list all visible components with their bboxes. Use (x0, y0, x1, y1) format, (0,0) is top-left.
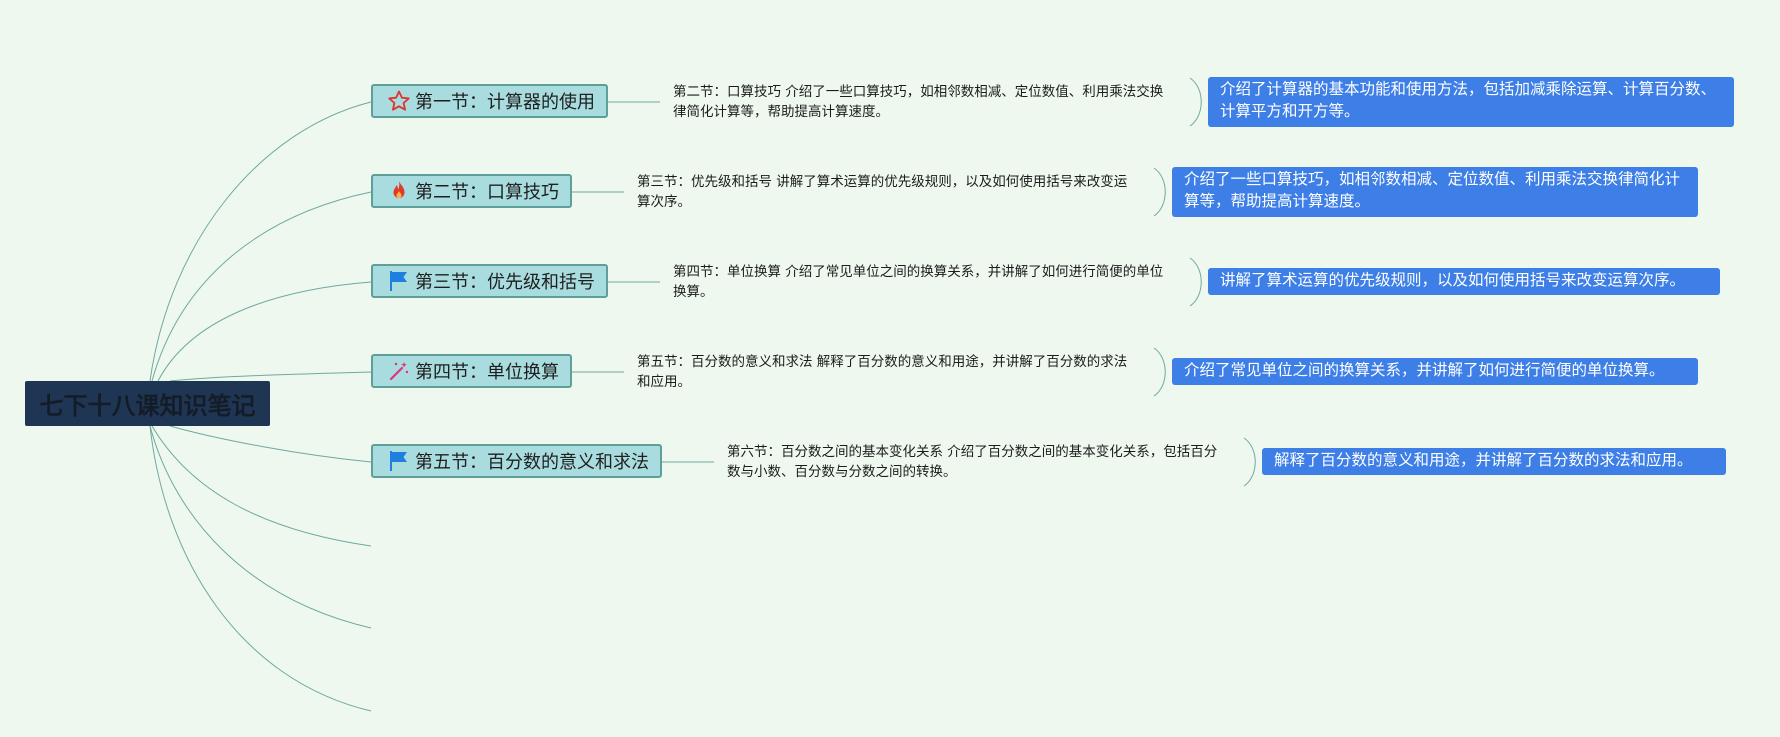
bracket-3 (1189, 257, 1202, 307)
note-2[interactable]: 介绍了一些口算技巧，如相邻数相减、定位数值、利用乘法交换律简化计算等，帮助提高计… (1172, 167, 1698, 217)
root-link-6 (151, 425, 372, 547)
topic-1[interactable]: 第一节：计算器的使用 (371, 84, 608, 118)
root-link-5 (169, 425, 372, 463)
topic-label: 第五节：百分数的意义和求法 (415, 452, 649, 473)
root-link-4 (169, 371, 372, 382)
root-link-8 (149, 425, 372, 712)
root-title: 七下十八课知识笔记 (39, 392, 256, 420)
root-link-7 (149, 425, 372, 629)
subtopic-3[interactable]: 第四节：单位换算 介绍了常见单位之间的换算关系，并讲解了如何进行简便的单位换算。 (673, 264, 1164, 300)
flag-icon (387, 269, 411, 293)
flag-icon (387, 449, 411, 473)
note-4[interactable]: 介绍了常见单位之间的换算关系，并讲解了如何进行简便的单位换算。 (1172, 358, 1698, 385)
root-link-2 (151, 191, 372, 382)
bracket-1 (1189, 77, 1202, 127)
topic-4[interactable]: 第四节：单位换算 (371, 354, 572, 388)
topic-label: 第一节：计算器的使用 (415, 92, 595, 113)
bracket-2 (1153, 167, 1166, 217)
topic-label: 第二节：口算技巧 (415, 182, 559, 203)
root-link-3 (157, 281, 372, 382)
star-outline-icon (387, 89, 411, 113)
subtopic-2[interactable]: 第三节：优先级和括号 讲解了算术运算的优先级规则，以及如何使用括号来改变运算次序… (637, 174, 1128, 210)
note-1[interactable]: 介绍了计算器的基本功能和使用方法，包括加减乘除运算、计算百分数、计算平方和开方等… (1208, 77, 1734, 127)
root-link-1 (149, 101, 372, 382)
topic-2[interactable]: 第二节：口算技巧 (371, 174, 572, 208)
note-3[interactable]: 讲解了算术运算的优先级规则，以及如何使用括号来改变运算次序。 (1208, 268, 1720, 295)
topic-5[interactable]: 第五节：百分数的意义和求法 (371, 444, 662, 478)
subtopic-5[interactable]: 第六节：百分数之间的基本变化关系 介绍了百分数之间的基本变化关系，包括百分数与小… (727, 444, 1218, 480)
note-5[interactable]: 解释了百分数的意义和用途，并讲解了百分数的求法和应用。 (1262, 448, 1726, 475)
root-topic[interactable]: 七下十八课知识笔记 (25, 381, 270, 426)
topic-label: 第三节：优先级和括号 (415, 272, 595, 293)
bracket-5 (1243, 437, 1256, 487)
subtopic-1[interactable]: 第二节：口算技巧 介绍了一些口算技巧，如相邻数相减、定位数值、利用乘法交换律简化… (673, 84, 1164, 120)
topic-label: 第四节：单位换算 (415, 362, 559, 383)
subtopic-4[interactable]: 第五节：百分数的意义和求法 解释了百分数的意义和用途，并讲解了百分数的求法和应用… (637, 354, 1128, 390)
magic-wand-icon (387, 359, 411, 383)
topic-3[interactable]: 第三节：优先级和括号 (371, 264, 608, 298)
bracket-4 (1153, 347, 1166, 397)
fire-icon (387, 179, 411, 203)
